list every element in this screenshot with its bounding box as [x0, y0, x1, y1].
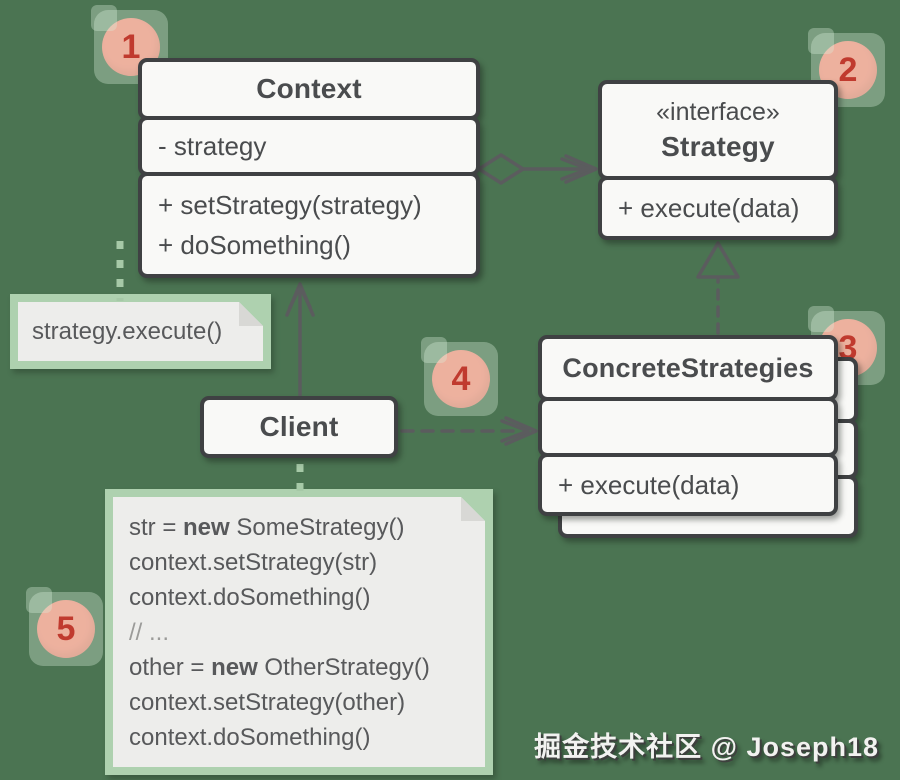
step-badge-1: 1 — [91, 5, 168, 84]
strategy-interface-card: «interface» Strategy + execute(data) — [598, 80, 838, 240]
call-note-text: strategy.execute() — [32, 317, 223, 345]
call-note: strategy.execute() — [18, 302, 263, 361]
realization-connector — [696, 241, 740, 335]
code-line: other = new OtherStrategy() — [129, 654, 430, 681]
client-class-card: Client — [200, 396, 398, 458]
step-badge-5: 5 — [26, 587, 103, 666]
code-line: context.setStrategy(other) — [129, 689, 406, 716]
dependency-arrow — [400, 416, 538, 446]
strategy-stereotype: «interface» — [656, 97, 780, 126]
context-class-title: Context — [256, 73, 362, 104]
context-attribute: - strategy — [158, 131, 267, 161]
code-note-body: str = new SomeStrategy() context.setStrat… — [129, 510, 469, 755]
code-line: context.doSomething() — [129, 724, 371, 751]
code-note: str = new SomeStrategy() context.setStrat… — [113, 497, 485, 767]
concrete-method: + execute(data) — [558, 469, 740, 500]
concrete-methods-compartment: + execute(data) — [538, 453, 838, 516]
concrete-empty-compartment — [538, 397, 838, 457]
note-dogear-fold-icon — [239, 302, 263, 326]
watermark-text: 掘金技术社区 @ Joseph18 — [534, 732, 879, 762]
code-line: context.doSomething() — [129, 584, 371, 611]
client-context-arrow — [285, 282, 315, 400]
step-badge-4: 4 — [421, 337, 498, 416]
concrete-strategies-card: ConcreteStrategies + execute(data) — [538, 335, 838, 516]
context-method: + doSomething() — [158, 230, 351, 260]
context-class-card: Context - strategy + setStrategy(strateg… — [138, 58, 480, 278]
strategy-class-title: Strategy — [661, 130, 775, 162]
note-dogear-fold-icon — [461, 497, 485, 521]
realization-triangle-icon — [696, 241, 740, 279]
client-class-title: Client — [259, 411, 339, 442]
concrete-title-compartment: ConcreteStrategies — [538, 335, 838, 401]
strategy-methods-compartment: + execute(data) — [598, 176, 838, 240]
concrete-class-title: ConcreteStrategies — [562, 352, 814, 383]
code-line: context.setStrategy(str) — [129, 549, 378, 576]
strategy-method: + execute(data) — [618, 193, 800, 223]
aggregation-connector — [477, 153, 598, 185]
context-methods-compartment: + setStrategy(strategy) + doSomething() — [138, 172, 480, 278]
context-attributes-compartment: - strategy — [138, 116, 480, 176]
aggregation-diamond-icon — [477, 153, 525, 185]
code-line: str = new SomeStrategy() — [129, 514, 405, 541]
code-line: // ... — [129, 619, 170, 646]
context-title-compartment: Context — [138, 58, 480, 120]
strategy-title-compartment: «interface» Strategy — [598, 80, 838, 180]
client-title-compartment: Client — [200, 396, 398, 458]
context-method: + setStrategy(strategy) — [158, 190, 422, 220]
